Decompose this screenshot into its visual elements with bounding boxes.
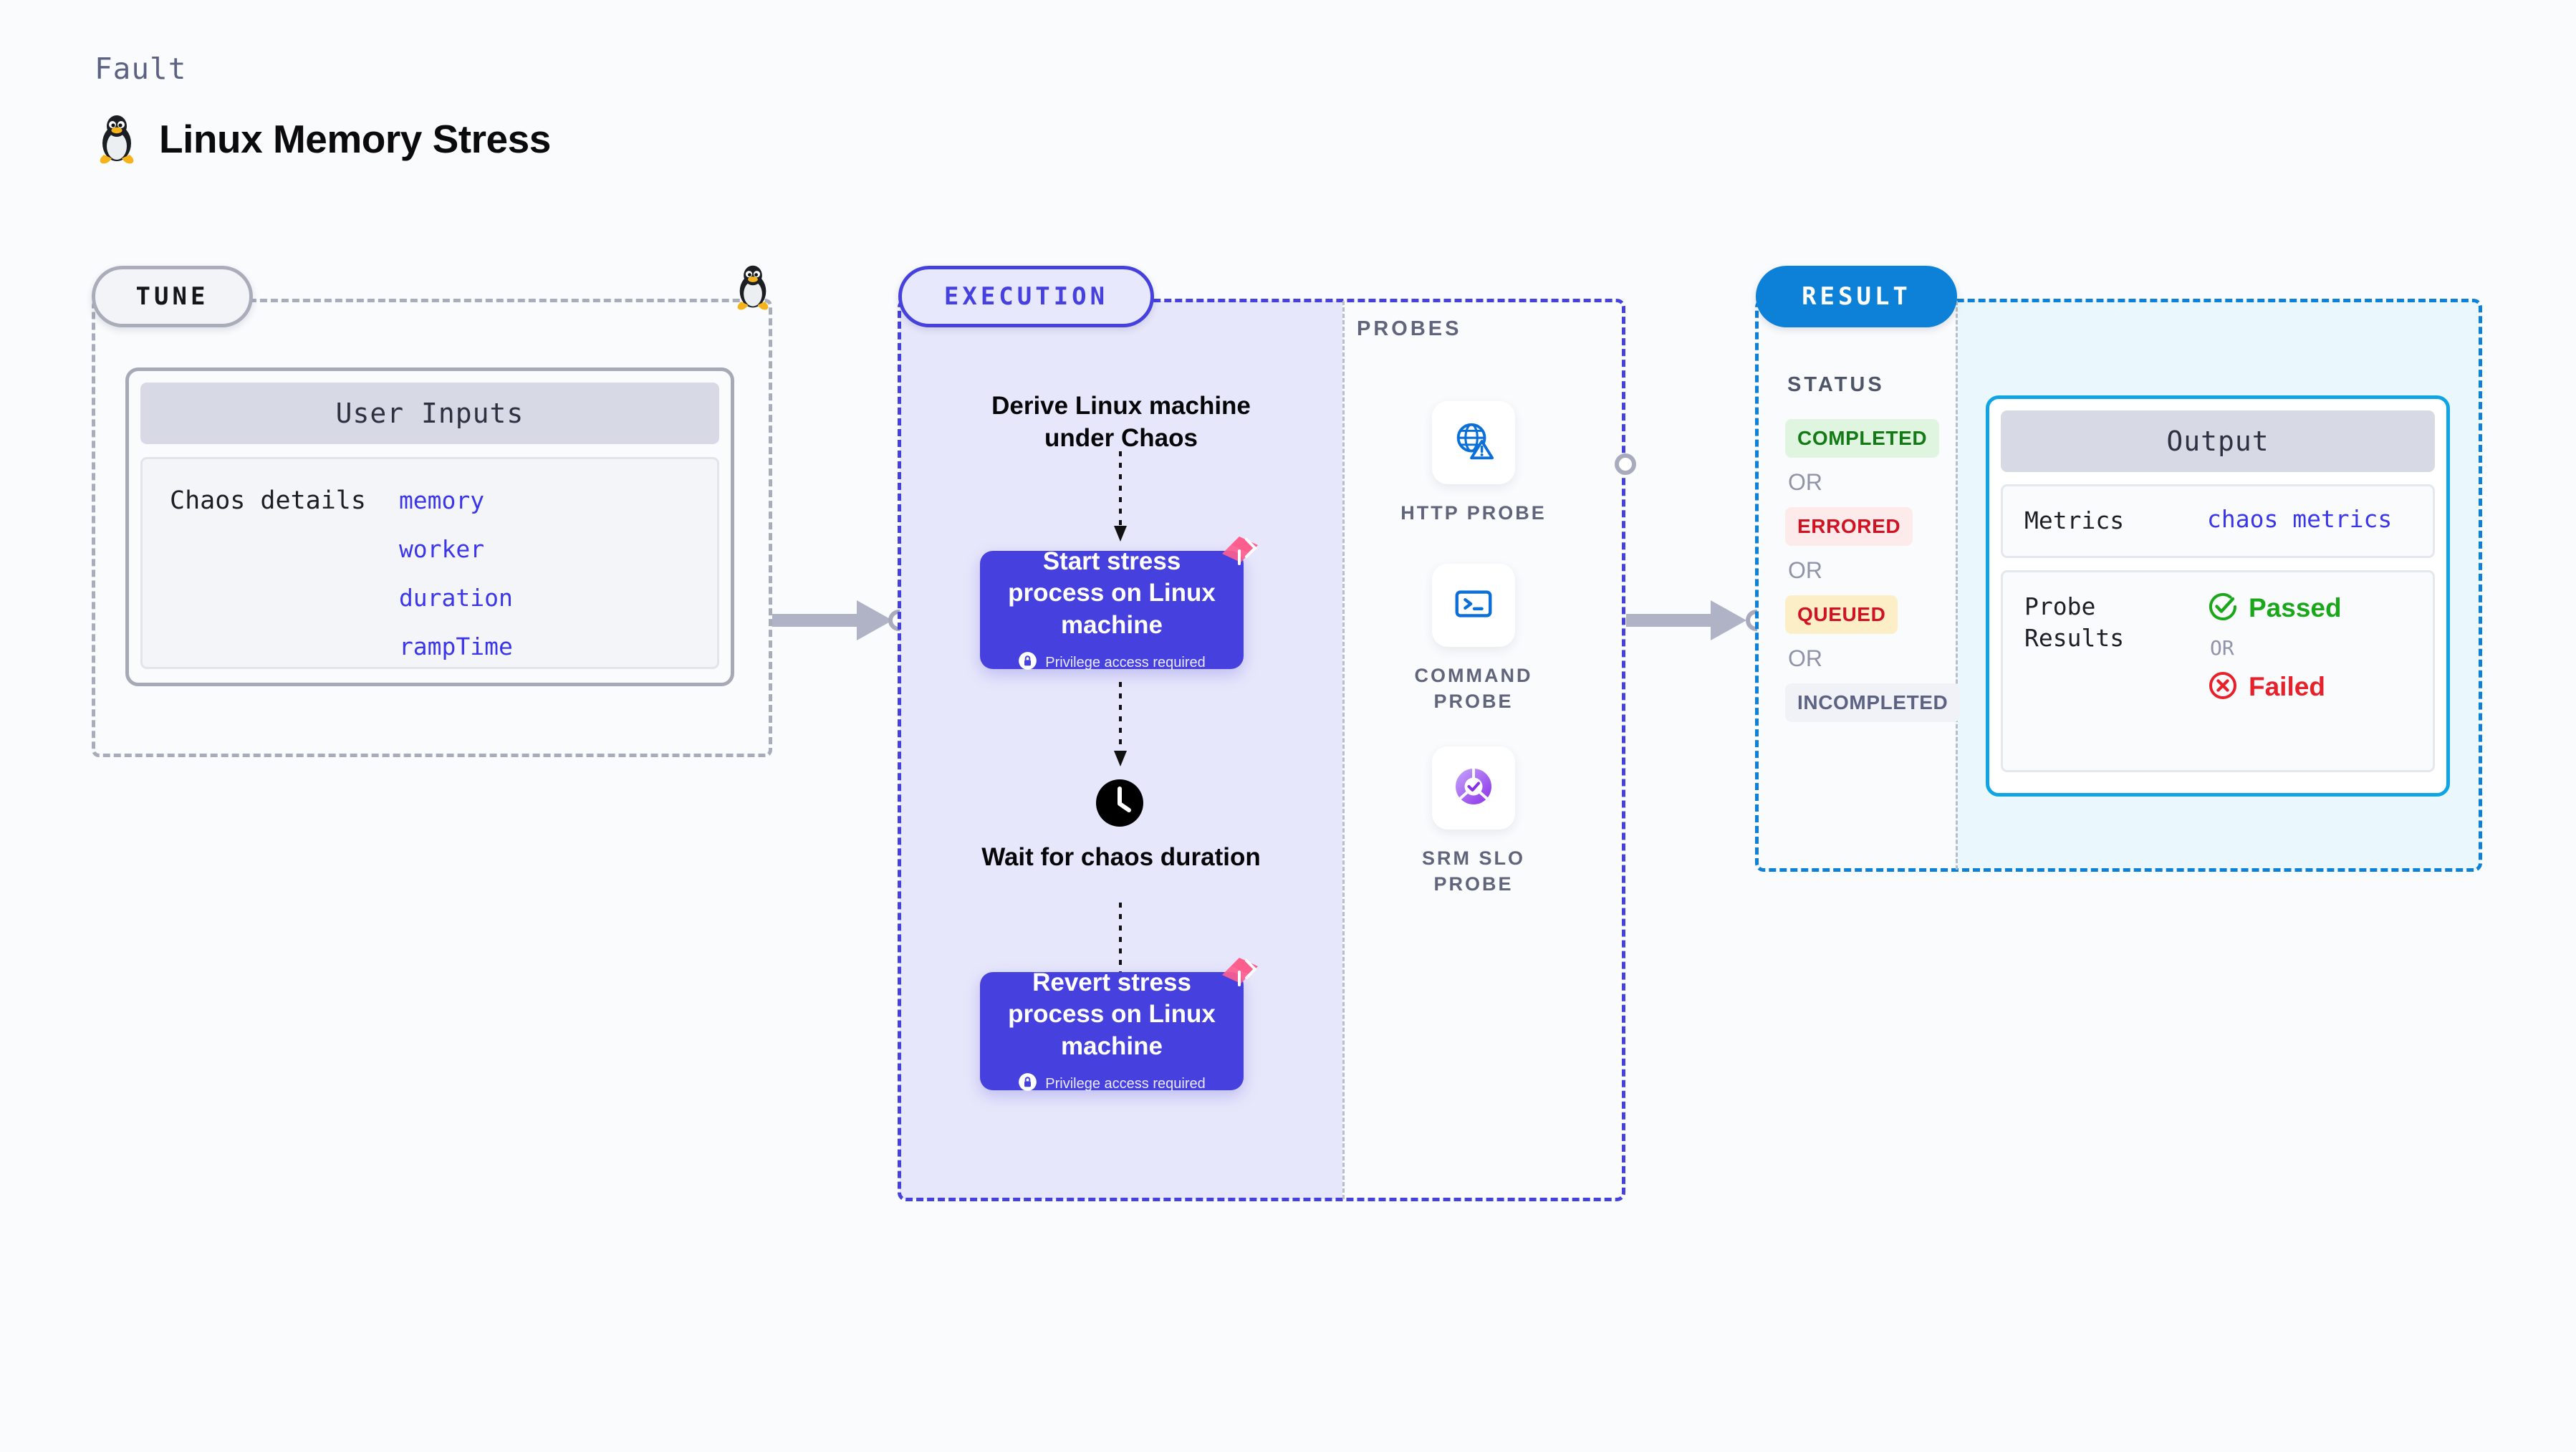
connector-execution-to-result	[1626, 599, 1769, 645]
probes-section-label: PROBES	[1357, 317, 1462, 340]
start-stress-card[interactable]: Start stress process on Linux machine Pr…	[980, 537, 1258, 670]
status-or-1: OR	[1788, 469, 1822, 495]
terminal-icon	[1451, 582, 1496, 630]
probe-results-key: Probe Results	[2024, 592, 2125, 653]
chaos-param-worker: worker	[398, 535, 485, 563]
execution-stage-pill[interactable]: EXECUTION	[898, 266, 1154, 327]
lock-icon	[1018, 1072, 1037, 1095]
result-stage-box	[1755, 299, 2482, 872]
x-circle-icon	[2207, 670, 2239, 705]
revert-privilege-text: Privilege access required	[1045, 1075, 1206, 1092]
page-title-row: Linux Memory Stress	[95, 113, 551, 165]
probe-caption-http: HTTP PROBE	[1400, 502, 1547, 524]
linux-penguin-icon	[95, 113, 139, 165]
status-section-label: STATUS	[1787, 373, 1885, 396]
probe-caption-srm-slo: SRM SLO PROBE	[1421, 847, 1525, 895]
status-badge-incompleted: INCOMPLETED	[1785, 683, 1961, 722]
linux-penguin-icon	[732, 264, 774, 314]
probes-output-node	[1615, 453, 1636, 475]
execution-stage-box	[898, 299, 1625, 1201]
output-probe-results-row: Probe Results Passed OR	[2001, 569, 2435, 772]
probe-results-values: Passed OR Failed	[2207, 591, 2342, 751]
output-metrics-row: Metrics chaos metrics	[2001, 484, 2435, 558]
derive-machine-step-label: Derive Linux machine under Chaos	[991, 392, 1251, 452]
user-inputs-card: User Inputs Chaos details memory worker …	[125, 367, 734, 686]
probe-result-passed: Passed	[2207, 591, 2342, 626]
chaos-details-key: Chaos details	[170, 486, 366, 515]
probe-tile-http[interactable]	[1432, 401, 1515, 484]
chaos-param-memory: memory	[398, 486, 485, 514]
status-badge-completed: COMPLETED	[1785, 419, 1940, 458]
lock-icon	[1018, 651, 1037, 674]
status-badge-list: COMPLETED OR ERRORED OR QUEUED OR INCOMP…	[1785, 419, 1961, 722]
wait-chaos-duration-label: Wait for chaos duration	[981, 843, 1261, 871]
status-badge-errored: ERRORED	[1785, 507, 1913, 546]
probe-result-or: OR	[2210, 635, 2234, 660]
harness-logo-icon	[1218, 532, 1262, 580]
harness-logo-icon	[1218, 953, 1262, 1001]
tune-stage-box	[92, 299, 772, 757]
metrics-key: Metrics	[2024, 506, 2125, 534]
srm-slo-check-icon	[1451, 764, 1496, 813]
output-heading: Output	[2001, 410, 2435, 472]
probe-result-failed-label: Failed	[2249, 672, 2325, 702]
arrow-start-to-wait	[1110, 682, 1131, 771]
revert-stress-card[interactable]: Revert stress process on Linux machine P…	[980, 958, 1258, 1092]
probe-result-failed: Failed	[2207, 670, 2342, 705]
page-title: Linux Memory Stress	[159, 117, 551, 161]
user-inputs-heading: User Inputs	[140, 383, 719, 444]
result-divider	[1956, 301, 1958, 870]
status-or-2: OR	[1788, 557, 1822, 583]
revert-stress-title: Revert stress process on Linux machine	[1008, 968, 1216, 1060]
probes-divider	[1342, 301, 1345, 1199]
start-privilege-text: Privilege access required	[1045, 654, 1206, 670]
status-or-3: OR	[1788, 645, 1822, 671]
metrics-value: chaos metrics	[2207, 505, 2393, 533]
probe-tile-command[interactable]	[1432, 564, 1515, 647]
start-stress-title: Start stress process on Linux machine	[1008, 547, 1216, 639]
user-inputs-body: Chaos details memory worker duration ram…	[140, 457, 719, 669]
globe-warning-icon	[1451, 419, 1496, 467]
check-circle-icon	[2207, 591, 2239, 626]
probe-result-passed-label: Passed	[2249, 593, 2342, 623]
output-card: Output Metrics chaos metrics Probe Resul…	[1986, 395, 2450, 797]
chaos-param-ramptime: rampTime	[398, 633, 513, 660]
result-status-panel-fill	[1757, 301, 1956, 870]
result-stage-pill[interactable]: RESULT	[1756, 266, 1957, 327]
probe-caption-command: COMMAND PROBE	[1414, 665, 1533, 712]
tune-stage-pill[interactable]: TUNE	[92, 266, 253, 327]
connector-tune-to-execution	[772, 599, 915, 645]
fault-kicker-label: Fault	[95, 52, 187, 86]
clock-icon	[1095, 778, 1145, 832]
start-privilege-row: Privilege access required	[1018, 651, 1206, 674]
status-badge-queued: QUEUED	[1785, 595, 1898, 634]
probe-tile-srm-slo[interactable]	[1432, 746, 1515, 830]
revert-privilege-row: Privilege access required	[1018, 1072, 1206, 1095]
chaos-param-duration: duration	[398, 584, 513, 612]
arrow-derive-to-start	[1110, 451, 1131, 547]
chaos-details-values: memory worker duration rampTime	[399, 486, 513, 667]
